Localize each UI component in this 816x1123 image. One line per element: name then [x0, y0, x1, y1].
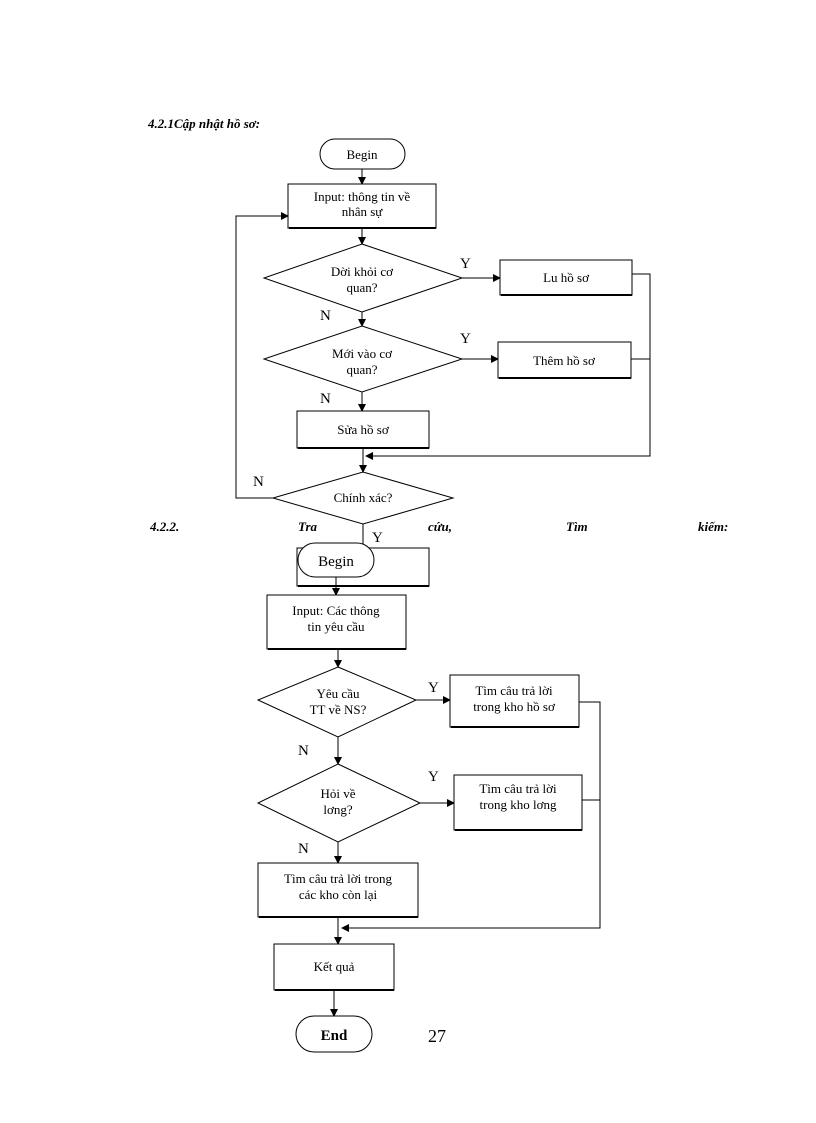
begin-label-1: Begin	[346, 147, 378, 162]
heading-number: 4.2.2.	[149, 519, 179, 534]
flowchart-update-records: Begin Input: thông tin về nhân sự Dời kh…	[235, 138, 651, 587]
result-box	[273, 943, 395, 991]
result-label: Kết quả	[314, 959, 355, 974]
end-terminal	[295, 1015, 373, 1053]
search-salary-label-a: Tìm câu trả lời	[479, 781, 557, 796]
search-records-box	[449, 674, 580, 728]
decision-leave-label-b: quan?	[346, 280, 377, 295]
decision-personnel-label-b: TT về NS?	[310, 702, 367, 717]
search-other-label-a: Tìm câu trả lời trong	[284, 871, 392, 886]
search-records-label-a: Tìm câu trả lời	[475, 683, 553, 698]
begin-label-2: Begin	[318, 554, 354, 570]
heading-word: Tra	[298, 519, 318, 534]
yes-label: Y	[428, 769, 439, 785]
heading-word: kiếm:	[698, 519, 728, 534]
add-record-box	[497, 341, 632, 379]
no-label: N	[298, 743, 309, 759]
add-record-label: Thêm hồ sơ	[533, 353, 596, 368]
edit-record-label: Sửa hồ sơ	[337, 422, 390, 437]
input-label-1b: nhân sự	[342, 204, 384, 219]
search-records-label-b: trong kho hồ sơ	[473, 699, 556, 714]
search-other-label-b: các kho còn lại	[299, 887, 378, 902]
heading-word: cứu,	[428, 519, 452, 534]
input-box-2	[266, 594, 407, 650]
input-label-2a: Input: Các thông	[292, 603, 380, 618]
flowchart-search: Begin Input: Các thông tin yêu cầu Yêu c…	[256, 542, 601, 1053]
end-label: End	[321, 1028, 348, 1044]
search-other-box	[257, 862, 419, 918]
decision-salary-label-b: lơng?	[323, 802, 352, 817]
no-label: N	[320, 308, 331, 324]
no-label: N	[253, 474, 264, 490]
yes-label: Y	[428, 680, 439, 696]
search-salary-label-b: trong kho lơng	[480, 797, 557, 812]
search-salary-box	[453, 774, 583, 831]
decision-new-label-b: quan?	[346, 362, 377, 377]
decision-personnel-label-a: Yêu cầu	[317, 686, 360, 701]
yes-label: Y	[372, 530, 383, 546]
no-label: N	[320, 391, 331, 407]
loop-back-connector	[235, 212, 289, 499]
decision-correct-label: Chính xác?	[334, 490, 393, 505]
input-label-2b: tin yêu cầu	[307, 619, 365, 634]
edit-record-box	[296, 410, 430, 449]
section-heading-update: 4.2.1Cập nhật hồ sơ:	[147, 116, 260, 131]
yes-label: Y	[460, 256, 471, 272]
merge-connector	[365, 273, 651, 460]
section-heading-search: 4.2.2. Tra cứu, Tìm kiếm:	[149, 519, 728, 534]
decision-salary-label-a: Hỏi về	[320, 786, 355, 801]
yes-label: Y	[460, 331, 471, 347]
archive-label: Lu hồ sơ	[543, 270, 590, 285]
merge-connector	[341, 701, 601, 932]
input-label-1a: Input: thông tin về	[314, 189, 411, 204]
input-box-1	[287, 183, 437, 229]
page-number: 27	[428, 1026, 446, 1046]
decision-new-label-a: Mới vào cơ	[332, 346, 393, 361]
decision-leave-label-a: Dời khỏi cơ	[331, 264, 394, 279]
no-label: N	[298, 841, 309, 857]
heading-word: Tìm	[566, 519, 588, 534]
